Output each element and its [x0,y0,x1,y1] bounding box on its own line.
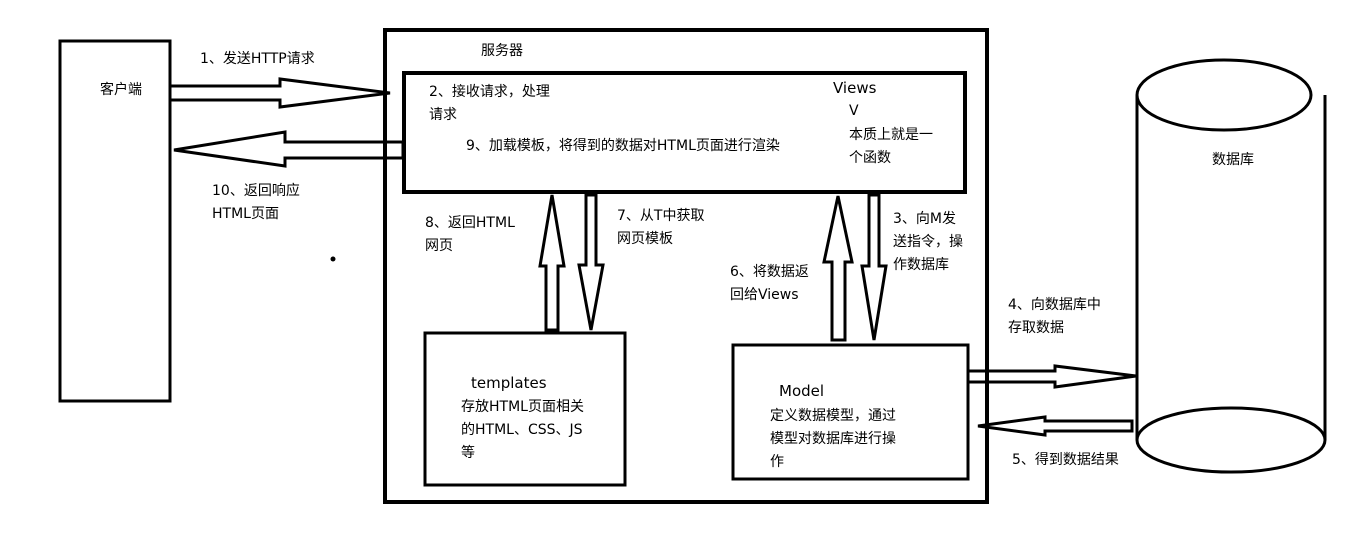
server-box [383,28,989,504]
edge-6-line-2: 回给Views [730,287,799,304]
edge-3-line-1: 3、向M发 [893,211,956,227]
views-receive-line-2: 请求 [429,107,457,124]
arrow-response [173,130,405,168]
model-desc: 定义数据模型，通过 模型对数据库进行操 作 [770,405,896,474]
views-receive-label: 2、接收请求，处理 请求 [429,81,550,127]
edge-4-line-2: 存取数据 [1008,320,1064,337]
views-receive-line-1: 2、接收请求，处理 [429,84,550,100]
edge-8-label: 8、返回HTML 网页 [425,212,515,258]
edge-7-label: 7、从T中获取 网页模板 [617,205,704,251]
views-v-label: V [849,103,859,119]
edge-7-line-1: 7、从T中获取 [617,208,705,224]
edge-1-label: 1、发送HTTP请求 [200,51,315,67]
edge-8-line-2: 网页 [425,238,453,255]
edge-5-label: 5、得到数据结果 [1012,452,1119,468]
views-desc: 本质上就是一 个函数 [849,124,933,170]
views-desc-line-1: 本质上就是一 [849,127,933,143]
server-label: 服务器 [481,43,523,59]
edge-3-label: 3、向M发 送指令，操 作数据库 [893,208,963,277]
model-desc-line-2: 模型对数据库进行操 [770,431,896,448]
arrow-data-return [822,195,854,342]
database-bottom [1135,406,1327,474]
database-top [1135,58,1313,132]
edge-8-line-1: 8、返回HTML [425,215,515,231]
arrow-template-return [538,194,566,332]
database-cylinder [1135,95,1327,440]
templates-title: templates [471,374,547,392]
stray-dot [330,256,336,262]
views-desc-line-2: 个函数 [849,150,891,167]
model-title: Model [779,382,825,400]
views-render-label: 9、加载模板，将得到的数据对HTML页面进行渲染 [466,138,780,154]
edge-4-label: 4、向数据库中 存取数据 [1008,294,1101,340]
edge-4-line-1: 4、向数据库中 [1008,297,1101,313]
edge-3-line-2: 送指令，操 [893,234,963,251]
templates-desc-line-3: 等 [461,445,475,462]
edge-10-line-2: HTML页面 [212,206,279,223]
arrow-template-fetch [577,193,605,331]
client-label: 客户端 [100,82,142,98]
edge-7-line-2: 网页模板 [617,231,673,248]
edge-6-line-1: 6、将数据返 [730,264,809,280]
arrow-store [966,364,1137,389]
model-desc-line-1: 定义数据模型，通过 [770,408,896,424]
arrow-command [860,193,888,341]
arrow-request [168,77,391,109]
views-box [402,71,967,194]
templates-desc-line-2: 的HTML、CSS、JS [461,422,583,439]
client-box [58,39,172,403]
arrow-result [977,415,1134,437]
edge-6-label: 6、将数据返 回给Views [730,261,809,307]
edge-10-line-1: 10、返回响应 [212,183,300,199]
edge-3-line-3: 作数据库 [893,257,949,274]
database-label: 数据库 [1212,152,1254,168]
edge-10-label: 10、返回响应 HTML页面 [212,180,300,226]
model-desc-line-3: 作 [770,454,784,471]
templates-box [423,331,627,487]
templates-desc: 存放HTML页面相关 的HTML、CSS、JS 等 [461,396,584,465]
templates-desc-line-1: 存放HTML页面相关 [461,399,584,415]
views-title: Views [833,79,877,97]
model-box [731,343,970,481]
